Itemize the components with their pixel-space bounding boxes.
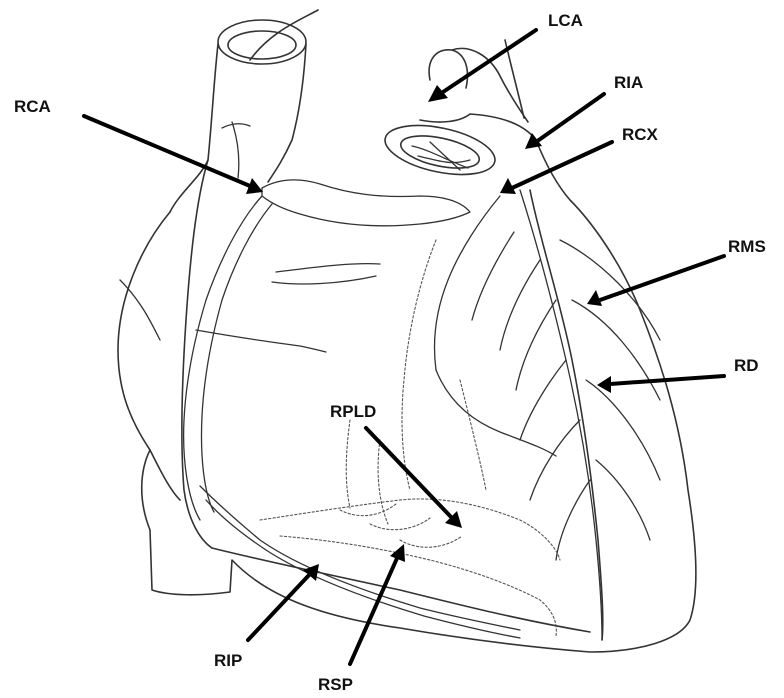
- rsp-arrow: [350, 556, 398, 664]
- rd-arrow: [610, 376, 724, 384]
- dotted-rpld-branches: [346, 420, 388, 524]
- right-atrium-border: [182, 160, 212, 548]
- obtuse-marginal-branches: [472, 232, 556, 390]
- pulmonary-vein-line: [505, 40, 524, 118]
- lv-branch: [436, 370, 556, 456]
- labels: LCA RCA RIA RCX RMS RD RPLD RIP RSP: [14, 11, 766, 694]
- ria-vessel: [520, 190, 602, 640]
- dotted-rpld-main: [260, 499, 560, 560]
- label-lca: LCA: [548, 11, 583, 30]
- aorta-right-wall: [268, 44, 306, 182]
- rip-arrow: [248, 574, 310, 640]
- septal-branches: [520, 360, 590, 560]
- label-rca: RCA: [14, 97, 51, 116]
- rcx-vessel: [435, 196, 501, 370]
- label-rd: RD: [734, 356, 759, 375]
- right-marginal-branch: [120, 280, 326, 352]
- pulmonary-outer-ring: [381, 117, 500, 183]
- aorta-left-wall: [170, 44, 218, 212]
- dotted-rsp: [280, 536, 556, 636]
- rip-vessel-inner: [206, 500, 520, 638]
- rcx-arrow: [512, 142, 612, 188]
- pulmonary-vein-bulb: [429, 50, 467, 88]
- rca-conus-branch: [222, 122, 250, 178]
- lca-arrow: [440, 30, 536, 94]
- lca-arrowhead: [428, 85, 448, 102]
- aorta-outer-ring: [218, 20, 306, 64]
- label-rsp: RSP: [318, 675, 353, 694]
- rpld-arrow: [366, 428, 452, 518]
- interventricular-line: [530, 190, 603, 640]
- label-rpld: RPLD: [330, 402, 376, 421]
- rv-branch: [272, 264, 380, 284]
- rca-band: [262, 180, 470, 226]
- dotted-lv-branch: [460, 380, 486, 490]
- label-rcx: RCX: [622, 125, 659, 144]
- ria-arrow: [536, 94, 604, 142]
- label-rms: RMS: [728, 237, 766, 256]
- ivc-line: [150, 450, 180, 500]
- label-rip: RIP: [214, 651, 242, 670]
- dotted-posterior-lv: [402, 240, 436, 490]
- coronary-vessels: [120, 122, 660, 640]
- rca-descending: [184, 196, 262, 520]
- rms-arrow: [600, 256, 724, 300]
- label-ria: RIA: [614, 73, 643, 92]
- rca-descending-inner: [202, 204, 273, 512]
